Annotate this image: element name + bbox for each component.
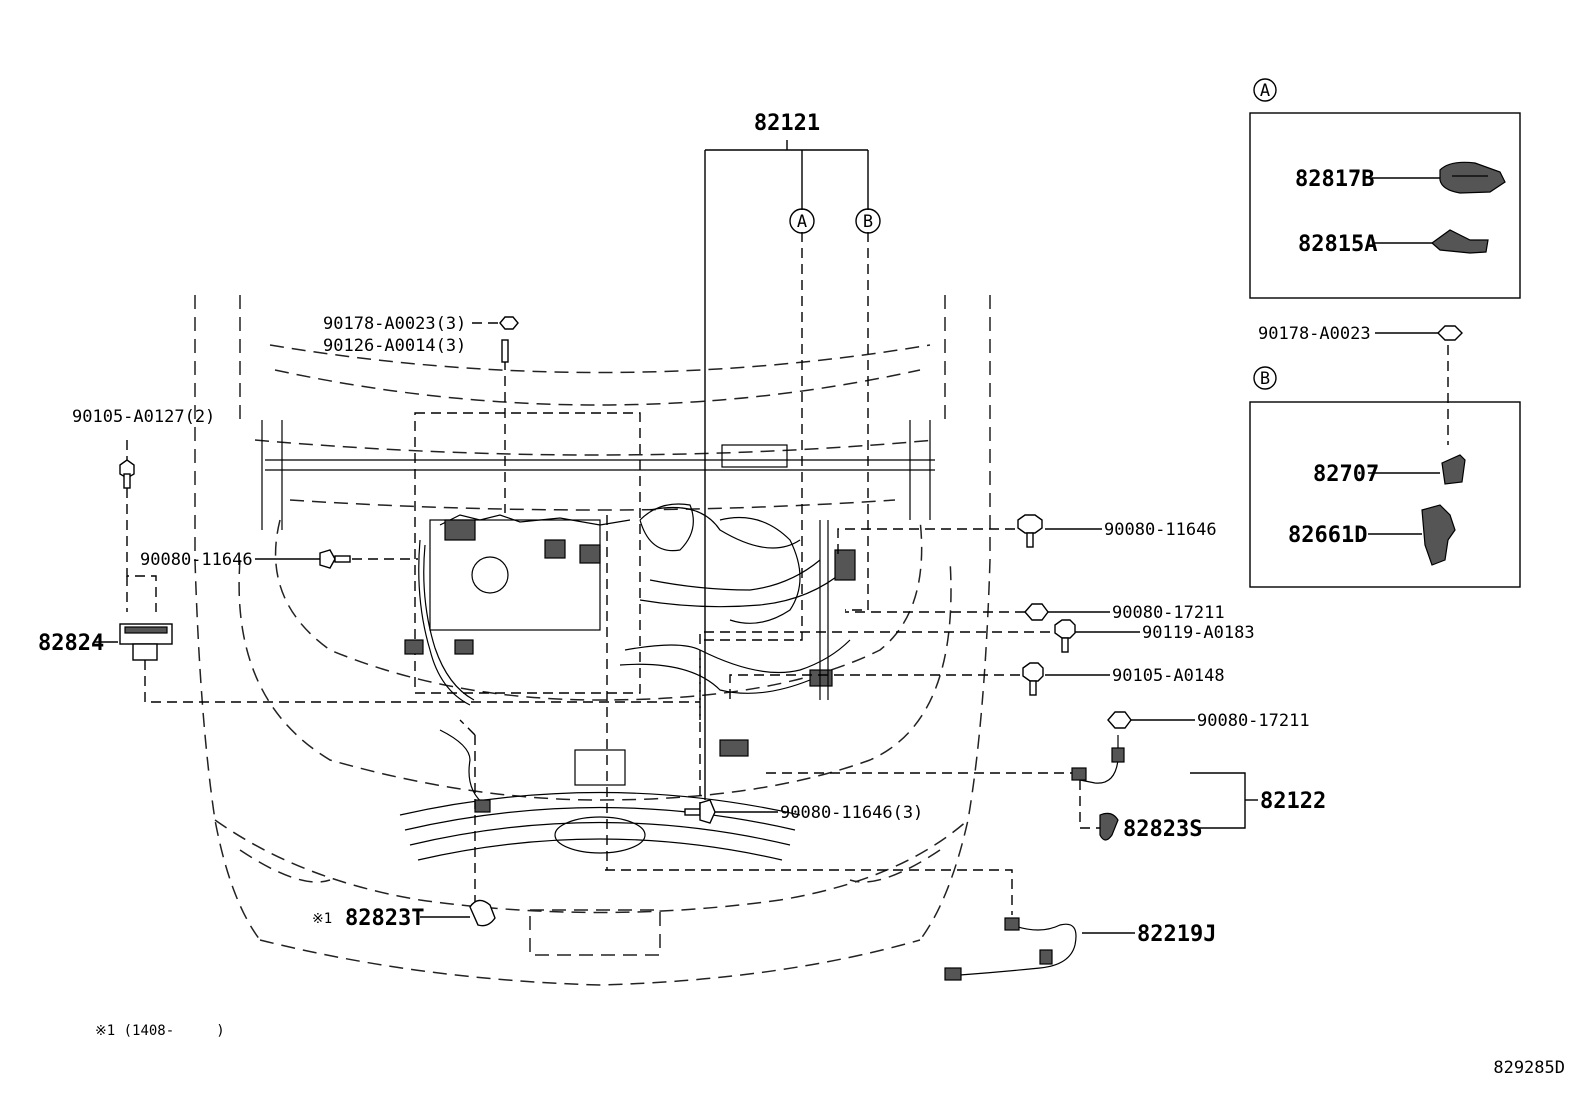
label-90080-11646-3: 90080-11646(3) xyxy=(780,803,923,823)
label-82121: 82121 xyxy=(754,111,820,136)
nut-90178-box-icon xyxy=(1437,325,1463,341)
svg-text:A: A xyxy=(797,212,807,232)
label-90080-17211-a: 90080-17211 xyxy=(1112,603,1225,623)
label-82824: 82824 xyxy=(38,631,104,656)
bolt-90080-11646-3-icon xyxy=(684,799,716,824)
label-90178-a0023-3: 90178-A0023(3) xyxy=(323,314,466,334)
svg-text:B: B xyxy=(863,212,873,232)
label-82219j: 82219J xyxy=(1137,922,1216,947)
label-90080-11646-right: 90080-11646 xyxy=(1104,520,1217,540)
bracket-82815a-icon xyxy=(1431,229,1489,254)
leader-lines xyxy=(95,140,1449,934)
connector-82823t-icon xyxy=(469,899,496,927)
bracket-82817b-icon xyxy=(1439,161,1506,194)
label-82823t: 82823T xyxy=(345,906,424,931)
bolt-90105-a0148-icon xyxy=(1022,662,1044,696)
label-82122: 82122 xyxy=(1260,789,1326,814)
label-82707: 82707 xyxy=(1313,462,1379,487)
sub-harness-82122-icon xyxy=(1071,735,1125,784)
label-82817b: 82817B xyxy=(1295,167,1374,192)
nut-90178-3-icon xyxy=(499,316,519,330)
label-82661d: 82661D xyxy=(1288,523,1367,548)
label-90105-a0127-2: 90105-A0127(2) xyxy=(72,407,215,427)
nut-90080-17211-b-icon xyxy=(1107,711,1132,729)
drawing-code: 829285D xyxy=(1493,1058,1565,1078)
label-90105-a0148: 90105-A0148 xyxy=(1112,666,1225,686)
callout-a-harness: A xyxy=(789,208,815,234)
detail-box-a xyxy=(1249,112,1521,299)
label-90080-17211-b: 90080-17211 xyxy=(1197,711,1310,731)
engine-harness-sketch xyxy=(404,412,856,813)
sub-harness-82219j-icon xyxy=(944,917,1077,981)
bolt-90105-a0127-icon xyxy=(119,459,135,489)
label-82823s: 82823S xyxy=(1123,817,1202,842)
clip-82707-icon xyxy=(1441,454,1466,485)
bracket-82661d-icon xyxy=(1421,504,1456,566)
junction-block-82824-icon xyxy=(119,623,173,661)
nut-90080-17211-a-icon xyxy=(1024,603,1049,621)
callout-b-top: B xyxy=(1253,366,1277,390)
label-90080-11646-left: 90080-11646 xyxy=(140,550,253,570)
label-90126-a0014-3: 90126-A0014(3) xyxy=(323,336,466,356)
label-90119-a0183: 90119-A0183 xyxy=(1142,623,1255,643)
detail-box-b xyxy=(1249,401,1521,588)
bolt-90080-left-icon xyxy=(319,549,351,569)
footnote-text: ※1 (1408- ) xyxy=(95,1023,225,1039)
connector-82823s-icon xyxy=(1099,812,1119,841)
label-mark-1: ※1 xyxy=(312,911,332,927)
vehicle-body-outline xyxy=(194,295,991,986)
bolt-90080-right-icon xyxy=(1017,514,1043,548)
stud-90126-3-icon xyxy=(501,339,509,363)
svg-text:B: B xyxy=(1260,369,1270,389)
callout-b-harness: B xyxy=(855,208,881,234)
label-90178-a0023-box: 90178-A0023 xyxy=(1258,324,1371,344)
svg-text:A: A xyxy=(1260,81,1270,101)
bolt-90119-a0183-icon xyxy=(1054,619,1076,653)
label-82815a: 82815A xyxy=(1298,232,1377,257)
callout-a-top: A xyxy=(1253,78,1277,102)
